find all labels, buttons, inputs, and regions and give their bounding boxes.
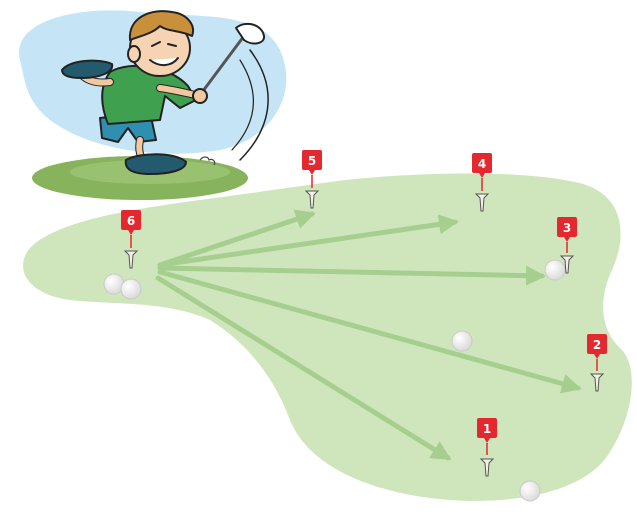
marker-5: 5 bbox=[302, 150, 322, 188]
golf-ball bbox=[520, 481, 540, 501]
golf-ball bbox=[545, 260, 565, 280]
marker-label: 6 bbox=[127, 214, 135, 228]
marker-label: 4 bbox=[478, 157, 486, 171]
marker-label: 2 bbox=[593, 338, 601, 352]
golf-ball bbox=[452, 331, 472, 351]
fairway bbox=[23, 174, 632, 501]
golf-ball bbox=[121, 279, 141, 299]
marker-label: 1 bbox=[483, 422, 491, 436]
marker-label: 3 bbox=[563, 221, 571, 235]
marker-label: 5 bbox=[308, 154, 316, 168]
